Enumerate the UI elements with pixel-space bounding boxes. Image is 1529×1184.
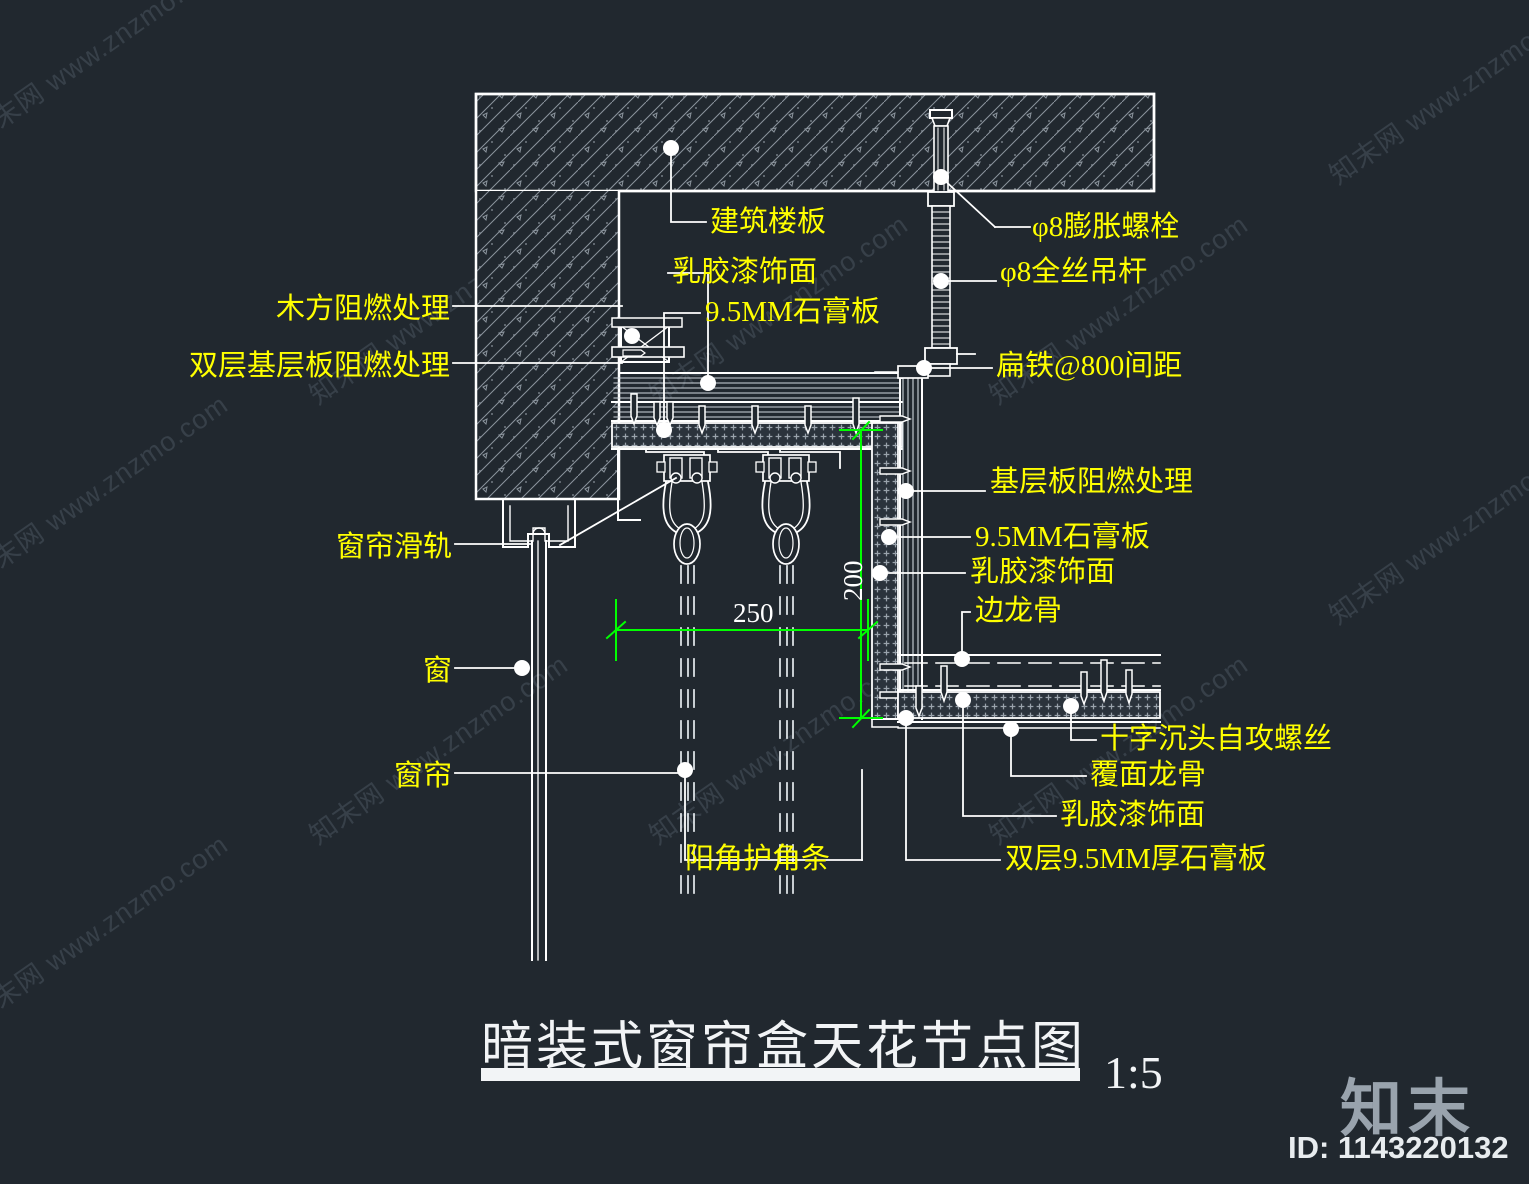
dimension-text-250: 250 xyxy=(733,598,774,628)
label-external-corner-bead: 阳角护角条 xyxy=(685,843,831,875)
label-substrate-fire-retardant: 基层板阻燃处理 xyxy=(990,466,1194,498)
label-edge-furring: 边龙骨 xyxy=(975,595,1063,627)
label-facing-furring: 覆面龙骨 xyxy=(1090,759,1207,791)
curtain-track-runner-left xyxy=(656,454,718,565)
label-threaded-hanger-rod: φ8全丝吊杆 xyxy=(1000,256,1148,288)
brand-logo: 知末 xyxy=(1340,1075,1477,1144)
dimension-text-200: 200 xyxy=(838,560,868,602)
label-latex-paint-finish-top: 乳胶漆饰面 xyxy=(672,256,818,288)
lower-ceiling-plane xyxy=(897,654,1161,729)
window-assembly xyxy=(502,498,576,961)
brand-id: ID: 1143220132 xyxy=(1288,1130,1509,1165)
drawing-scale: 1:5 xyxy=(1104,1047,1163,1098)
label-window: 窗 xyxy=(422,655,452,687)
drawing-title: 暗装式窗帘盒天花节点图 xyxy=(481,1019,1087,1076)
label-gypsum-board-9-5-side: 9.5MM石膏板 xyxy=(975,521,1150,553)
label-expansion-bolt: φ8膨胀螺栓 xyxy=(1032,211,1180,243)
label-structural-slab: 建筑楼板 xyxy=(710,206,827,238)
external-corner-bead xyxy=(871,718,899,728)
label-cross-countersunk-self-tapping-screw: 十字沉头自攻螺丝 xyxy=(1100,723,1333,755)
threaded-hanger-rod xyxy=(924,191,976,377)
label-gypsum-board-9-5-top: 9.5MM石膏板 xyxy=(705,296,880,328)
bulkhead-vertical-face xyxy=(871,365,929,720)
label-curtain-track: 窗帘滑轨 xyxy=(335,531,452,563)
leader-lines xyxy=(452,147,1097,861)
label-double-layer-gypsum-board: 双层9.5MM厚石膏板 xyxy=(1005,843,1267,875)
label-latex-paint-finish-bottom: 乳胶漆饰面 xyxy=(1060,799,1206,831)
bulkhead-outline xyxy=(618,372,903,379)
curtain-fabric xyxy=(680,565,794,901)
label-flat-iron-spacing: 扁铁@800间距 xyxy=(996,350,1183,382)
structural-slab-body xyxy=(474,92,1156,501)
title-underline xyxy=(481,1068,1080,1081)
ceiling-screw-group xyxy=(630,393,860,436)
label-double-substrate-fire-retardant: 双层基层板阻燃处理 xyxy=(188,350,450,382)
label-curtain: 窗帘 xyxy=(393,760,452,792)
curtain-box-cavity xyxy=(617,448,841,521)
curtain-track-runner-right xyxy=(755,454,817,565)
timber-block-assembly xyxy=(611,317,685,374)
label-timber-fire-retardant: 木方阻燃处理 xyxy=(275,293,450,325)
label-latex-paint-finish-side: 乳胶漆饰面 xyxy=(970,556,1116,588)
dimension-lines xyxy=(605,420,883,729)
